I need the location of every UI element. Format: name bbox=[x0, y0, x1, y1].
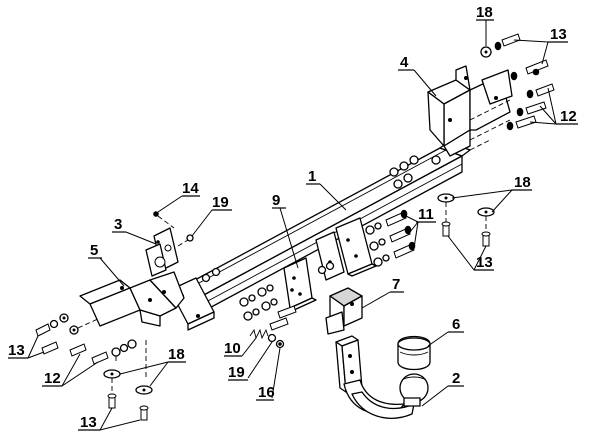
label-18-right: 18 bbox=[514, 174, 531, 191]
leader-lines bbox=[8, 19, 578, 431]
left-washer-bolts bbox=[103, 369, 153, 421]
small-bracket-3 bbox=[145, 227, 179, 277]
label-11: 11 bbox=[418, 206, 434, 223]
tow-ball-neck bbox=[335, 335, 429, 419]
label-14: 14 bbox=[182, 180, 199, 197]
crossbar-plate-9 bbox=[283, 257, 317, 311]
label-19-upper: 19 bbox=[212, 194, 229, 211]
middle-bolts bbox=[201, 261, 335, 331]
socket-plate bbox=[325, 287, 363, 335]
label-6: 6 bbox=[452, 316, 460, 333]
callout-labels: 18 13 4 12 1 18 11 13 9 14 19 3 5 7 6 2 … bbox=[8, 4, 577, 431]
label-13-left-upper: 13 bbox=[8, 342, 25, 359]
bolt-set-11 bbox=[365, 209, 416, 267]
label-13-mid-right: 13 bbox=[476, 254, 493, 271]
label-10: 10 bbox=[224, 340, 241, 357]
label-12-right: 12 bbox=[560, 108, 577, 125]
left-side-bracket bbox=[79, 271, 185, 327]
label-7: 7 bbox=[392, 276, 400, 293]
label-18-left: 18 bbox=[168, 346, 185, 363]
spring-and-nuts bbox=[249, 328, 285, 349]
label-4: 4 bbox=[400, 54, 409, 71]
label-9: 9 bbox=[272, 192, 280, 209]
right-side-bracket bbox=[427, 65, 513, 157]
crossbar-right-nuts bbox=[389, 155, 441, 189]
bolt-14-and-nut bbox=[153, 211, 194, 247]
label-2: 2 bbox=[452, 370, 460, 387]
label-16: 16 bbox=[258, 384, 275, 401]
label-13-top-right: 13 bbox=[550, 26, 567, 43]
label-19-lower: 19 bbox=[228, 364, 245, 381]
label-18-top: 18 bbox=[476, 4, 493, 21]
label-3: 3 bbox=[114, 216, 122, 233]
label-5: 5 bbox=[90, 242, 98, 259]
right-washer-bolts bbox=[437, 193, 495, 247]
top-right-fasteners bbox=[469, 33, 555, 141]
label-13-left-lower: 13 bbox=[80, 414, 97, 431]
label-1: 1 bbox=[308, 168, 316, 185]
ball-cover bbox=[397, 335, 431, 371]
label-12-left: 12 bbox=[44, 370, 61, 387]
